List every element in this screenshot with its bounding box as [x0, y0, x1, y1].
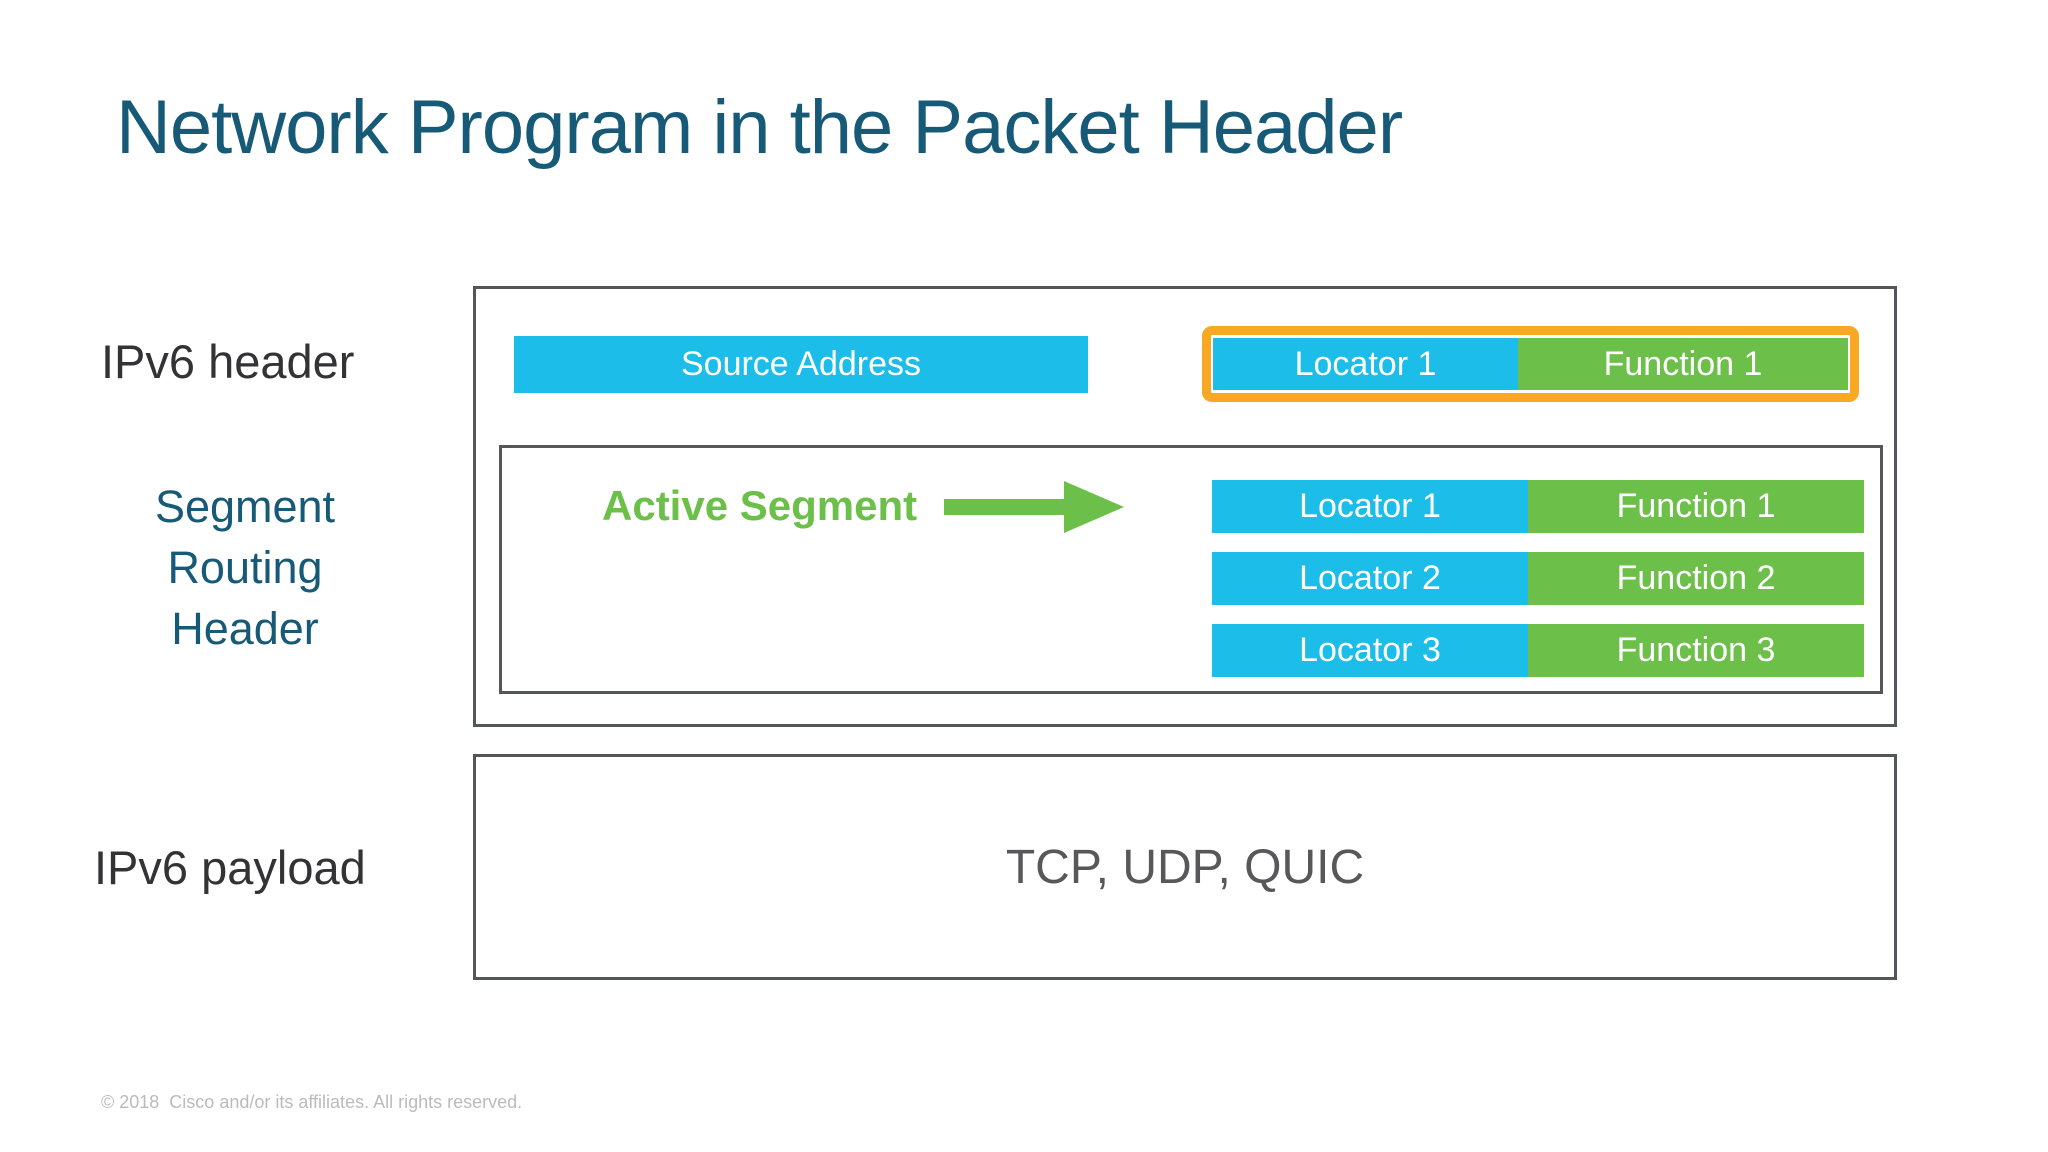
ipv6-payload-label: IPv6 payload	[94, 841, 366, 894]
ipv6-payload-box: TCP, UDP, QUIC	[473, 754, 1897, 980]
locator-cell: Locator 2	[1212, 552, 1528, 605]
slide-title: Network Program in the Packet Header	[116, 85, 1403, 170]
function-cell: Function 2	[1528, 552, 1864, 605]
packet-header-box: Source Address Locator 1 Function 1 Acti…	[473, 286, 1897, 727]
function-cell: Function 1	[1528, 480, 1864, 533]
function-cell: Function 3	[1528, 624, 1864, 677]
segment-row: Locator 2 Function 2	[1212, 552, 1864, 605]
segment-routing-header-box: Active Segment Locator 1 Function 1 Loca…	[499, 445, 1883, 694]
destination-segment-highlight-box: Locator 1 Function 1	[1202, 326, 1859, 402]
destination-function-cell: Function 1	[1518, 338, 1848, 390]
segment-routing-header-label: Segment Routing Header	[154, 481, 336, 654]
copyright-footer: © 2018 Cisco and/or its affiliates. All …	[101, 1092, 523, 1112]
ipv6-header-label: IPv6 header	[101, 335, 355, 388]
destination-locator-cell: Locator 1	[1213, 338, 1518, 390]
locator-cell: Locator 1	[1212, 480, 1528, 533]
right-arrow-icon	[944, 481, 1124, 533]
source-address-bar: Source Address	[514, 336, 1088, 393]
segment-row: Locator 3 Function 3	[1212, 624, 1864, 677]
active-segment-label: Active Segment	[602, 482, 918, 529]
segment-row: Locator 1 Function 1	[1212, 480, 1864, 533]
payload-protocols-text: TCP, UDP, QUIC	[1005, 840, 1365, 894]
locator-cell: Locator 3	[1212, 624, 1528, 677]
